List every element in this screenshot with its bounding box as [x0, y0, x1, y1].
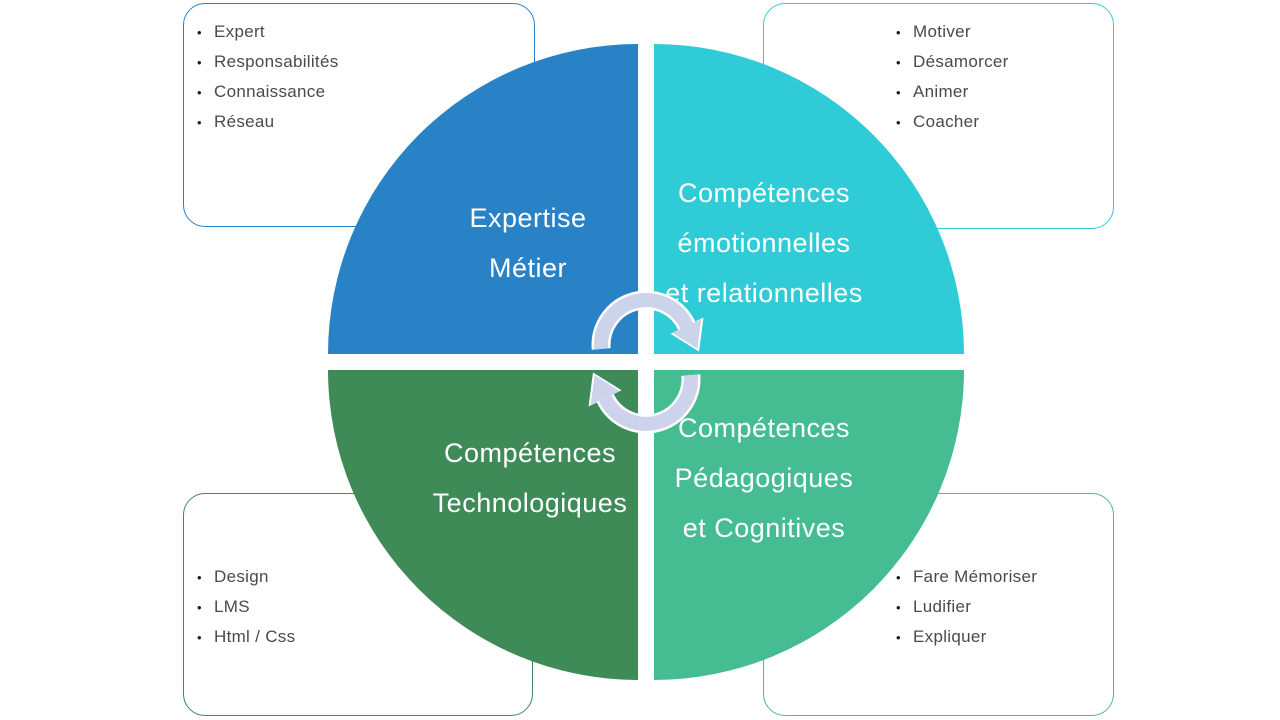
list-expertise-metier: Expert Responsabilités Connaissance Rése… [197, 17, 534, 137]
list-item: Ludifier [896, 592, 1113, 622]
bullet-icon [896, 593, 913, 622]
list-item: Coacher [896, 107, 1113, 137]
label-line: Expertise [469, 203, 587, 233]
list-item-label: Coacher [913, 112, 980, 131]
bullet-icon [197, 78, 214, 107]
bullet-icon [197, 563, 214, 592]
label-line: Compétences [677, 178, 851, 208]
list-item-label: Fare Mémoriser [913, 567, 1038, 586]
list-item: Animer [896, 77, 1113, 107]
list-item-label: Expert [214, 22, 265, 41]
label-line: Pédagogiques [674, 463, 854, 493]
list-item: Réseau [197, 107, 534, 137]
label-line: et Cognitives [682, 513, 846, 543]
list-item: Motiver [896, 17, 1113, 47]
list-item: Expert [197, 17, 534, 47]
label-line: Compétences [677, 413, 851, 443]
quadrant-label-competences-technologiques: Compétences Technologiques [400, 428, 660, 528]
list-competences-technologiques: Design LMS Html / Css [197, 562, 532, 652]
bullet-icon [896, 563, 913, 592]
list-item: LMS [197, 592, 532, 622]
label-line: Métier [488, 253, 567, 283]
list-item-label: Connaissance [214, 82, 326, 101]
label-line: et relationnelles [665, 278, 863, 308]
list-item-label: Ludifier [913, 597, 972, 616]
bullet-icon [896, 623, 913, 652]
list-item: Connaissance [197, 77, 534, 107]
quadrant-label-competences-pedagogiques: Compétences Pédagogiques et Cognitives [614, 403, 914, 553]
cycle-arrows-icon [588, 290, 704, 434]
bullet-icon [896, 108, 913, 137]
label-line: Compétences [443, 438, 617, 468]
bullet-icon [896, 48, 913, 77]
list-item: Responsabilités [197, 47, 534, 77]
list-item-label: Expliquer [913, 627, 987, 646]
list-item-label: Html / Css [214, 627, 296, 646]
bullet-icon [197, 48, 214, 77]
list-item-label: Réseau [214, 112, 275, 131]
list-item-label: Motiver [913, 22, 971, 41]
list-item-label: LMS [214, 597, 250, 616]
bullet-icon [896, 78, 913, 107]
bullet-icon [197, 18, 214, 47]
list-item-label: Design [214, 567, 269, 586]
bullet-icon [197, 108, 214, 137]
list-item: Fare Mémoriser [896, 562, 1113, 592]
bullet-icon [197, 593, 214, 622]
bullet-icon [197, 623, 214, 652]
label-line: émotionnelles [677, 228, 851, 258]
quadrant-label-competences-emotionnelles: Compétences émotionnelles et relationnel… [614, 168, 914, 318]
list-competences-emotionnelles: Motiver Désamorcer Animer Coacher [896, 17, 1113, 137]
list-item-label: Animer [913, 82, 969, 101]
list-item: Html / Css [197, 622, 532, 652]
list-item: Expliquer [896, 622, 1113, 652]
list-item-label: Désamorcer [913, 52, 1009, 71]
list-item: Design [197, 562, 532, 592]
list-item-label: Responsabilités [214, 52, 339, 71]
label-line: Technologiques [432, 488, 628, 518]
list-item: Désamorcer [896, 47, 1113, 77]
bullet-icon [896, 18, 913, 47]
list-competences-pedagogiques: Fare Mémoriser Ludifier Expliquer [896, 562, 1113, 652]
quadrant-label-expertise-metier: Expertise Métier [418, 193, 638, 293]
